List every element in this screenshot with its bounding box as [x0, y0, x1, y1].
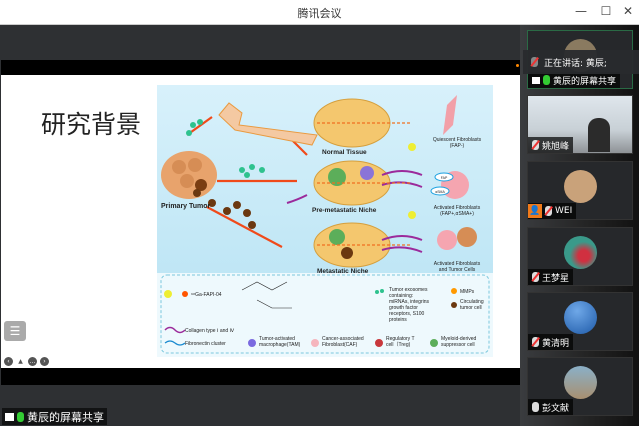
avatar — [564, 366, 597, 399]
participant-tile[interactable]: 👤 WEI — [527, 161, 633, 220]
label-metastatic: Metastatic Niche — [317, 268, 369, 275]
label-activated-sub: (FAP+,αSMA+) — [440, 211, 474, 217]
avatar — [564, 301, 597, 334]
primary-tumor — [161, 151, 217, 199]
avatar — [564, 170, 597, 203]
more-icon[interactable]: … — [28, 357, 37, 366]
pointer-icon[interactable]: ▲ — [18, 358, 23, 365]
participant-name: 黄清明 — [542, 338, 570, 349]
legend-exosomes-2: containing: — [389, 293, 413, 299]
top-bar — [1, 25, 520, 60]
mic-muted-icon — [532, 272, 539, 282]
legend-tam-1: Tumor-activated — [259, 336, 295, 342]
participant-name: 彭文献 — [542, 403, 570, 414]
share-name: 黄辰的屏幕共享 — [27, 410, 104, 424]
legend-tam-2: macrophage(TAM) — [259, 342, 301, 348]
participant-name: 黄辰的屏幕共享 — [553, 76, 617, 87]
label-primary-tumor: Primary Tumor — [161, 203, 211, 210]
maximize-button[interactable]: ☐ — [600, 4, 612, 18]
screen-share-label: 黄辰的屏幕共享 — [2, 408, 107, 425]
participant-tile[interactable]: 彭文献 — [527, 357, 633, 416]
letterbox-bottom — [1, 368, 520, 385]
label-quiescent-sub: (FAP-) — [450, 143, 465, 149]
label-fap: FAP — [441, 176, 448, 180]
shared-screen: 研究背景 Primary Tumor Normal Tissue Pre-met… — [1, 75, 520, 368]
label-normal-tissue: Normal Tissue — [322, 149, 367, 156]
avatar — [564, 236, 597, 269]
legend-exosomes-5: receptors, S100 — [389, 311, 425, 317]
label-pre-metastatic: Pre-metastatic Niche — [312, 207, 377, 214]
slide-title: 研究背景 — [41, 110, 142, 139]
research-figure: Primary Tumor Normal Tissue Pre-metastat… — [157, 85, 493, 357]
mic-muted-icon — [545, 206, 552, 216]
legend-collagen: Collagen type Ⅰ and Ⅳ — [185, 328, 235, 334]
label-activated: Activated Fibroblasts — [434, 205, 481, 211]
legend-treg-1: Regulatory T — [386, 336, 415, 342]
participant-name: 王梦星 — [542, 273, 570, 284]
participant-tile[interactable]: 王梦星 — [527, 227, 633, 286]
participant-name: WEI — [555, 206, 573, 216]
mic-muted-icon — [532, 337, 539, 347]
legend-exosomes-1: Tumor exosomes — [389, 287, 428, 293]
mic-muted-icon — [532, 140, 539, 150]
participants-panel: 黄辰的屏幕共享 姚旭峰 👤 WEI 王梦星 黄清明 彭文献 — [520, 25, 639, 426]
legend-ctc-2: tumor cell — [460, 305, 482, 311]
host-icon: 👤 — [528, 204, 542, 218]
screen-share-icon — [532, 76, 540, 84]
window-title: 腾讯会议 — [297, 7, 342, 20]
participant-tile[interactable]: 姚旭峰 — [527, 95, 633, 154]
legend-tracer: ⁶⁸Ga-FAPI-04 — [191, 292, 222, 298]
label-asma: αSMA — [435, 190, 445, 194]
legend-fibronectin: Fibronectin cluster — [185, 341, 226, 347]
legend-exosomes-4: growth factor — [389, 305, 418, 311]
legend-exosomes-6: proteins — [389, 317, 407, 323]
figure-legend: ⁶⁸Ga-FAPI-04 Tumor exosomes containing: … — [164, 281, 484, 348]
screen-share-icon — [5, 412, 14, 421]
legend-exosomes-3: miRNAs, integrins — [389, 299, 430, 305]
label-quiescent: Quiescent Fibroblasts — [433, 137, 482, 143]
mic-icon — [543, 75, 550, 85]
status-dot — [516, 64, 519, 67]
legend-treg-2: cell（Treg) — [386, 342, 411, 348]
close-button[interactable]: ✕ — [622, 4, 634, 18]
participant-name: 姚旭峰 — [542, 141, 570, 152]
next-slide-icon[interactable]: › — [40, 357, 49, 366]
mic-muted-icon — [531, 57, 538, 67]
mic-icon — [17, 411, 24, 422]
slide-menu-button[interactable]: ☰ — [4, 321, 26, 341]
participant-tile[interactable]: 黄清明 — [527, 292, 633, 351]
legend-caf-1: Cancer-associated — [322, 336, 364, 342]
minimize-button[interactable]: — — [575, 4, 587, 18]
letterbox-top — [1, 60, 520, 75]
speaking-text: 正在讲话: 黄辰; — [544, 58, 607, 69]
legend-caf-2: Fibroblast(CAF) — [322, 342, 358, 348]
title-bar: 腾讯会议 — ☐ ✕ — [0, 0, 639, 25]
legend-mmps: MMPs — [460, 289, 475, 295]
slide-nav: ‹ ▲ … › — [4, 357, 49, 366]
mic-icon — [532, 402, 539, 412]
legend-ctc-1: Circulating — [460, 299, 484, 305]
label-activated-tumor: Activated Fibroblasts — [434, 261, 481, 267]
label-activated-tumor-sub: and Tumor Cells — [439, 267, 476, 273]
legend-mdsc-2: suppressor cell — [441, 342, 475, 348]
legend-mdsc-1: Myeloid-derived — [441, 336, 477, 342]
speaking-indicator: 正在讲话: 黄辰; — [523, 50, 639, 74]
prev-slide-icon[interactable]: ‹ — [4, 357, 13, 366]
